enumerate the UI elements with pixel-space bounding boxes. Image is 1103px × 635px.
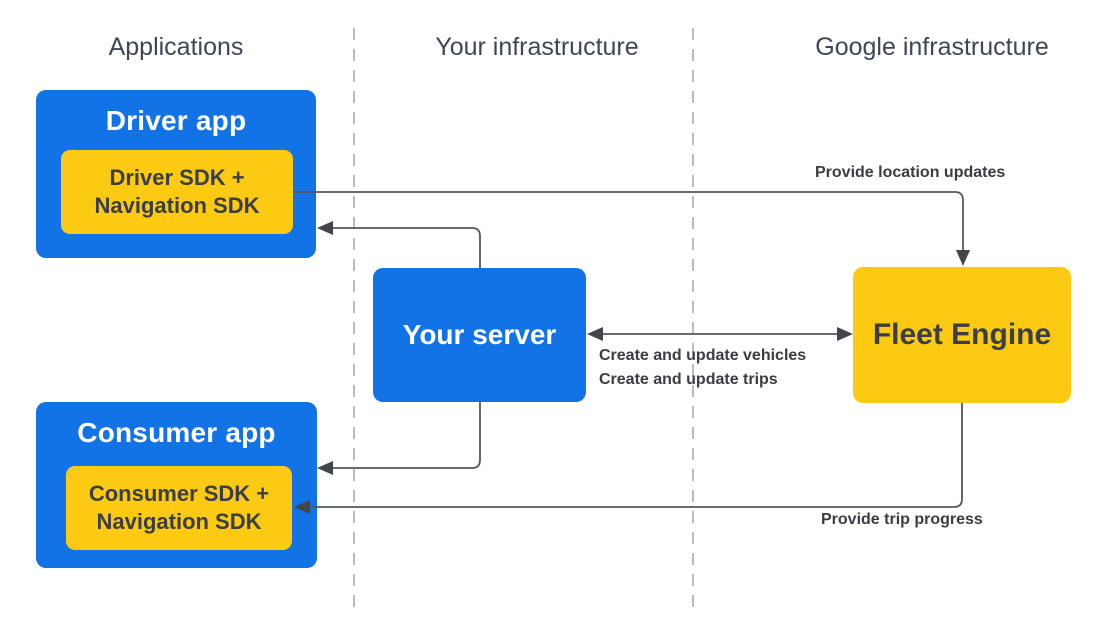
edge-your-server-to-consumer-app bbox=[332, 402, 481, 469]
arrowhead-driver-app-icon bbox=[317, 221, 333, 235]
column-header-your-infrastructure: Your infrastructure bbox=[435, 33, 639, 61]
column-header-applications: Applications bbox=[108, 33, 244, 61]
consumer-app-title: Consumer app bbox=[77, 417, 276, 448]
arrowhead-fleet-engine-left-icon bbox=[837, 327, 853, 341]
column-header-google-infrastructure: Google infrastructure bbox=[815, 33, 1049, 61]
edge-label-create-update-trips: Create and update trips bbox=[599, 371, 778, 388]
consumer-sdk-label-line1: Consumer SDK + bbox=[88, 481, 270, 506]
driver-sdk-label-line1: Driver SDK + bbox=[109, 165, 245, 190]
edge-fleet-engine-to-consumer-sdk bbox=[309, 403, 963, 508]
consumer-sdk-label-line2: Navigation SDK bbox=[96, 509, 262, 534]
your-server-node: Your server bbox=[373, 268, 586, 402]
your-server-title: Your server bbox=[402, 319, 557, 350]
consumer-sdk-node: Consumer SDK + Navigation SDK bbox=[66, 466, 292, 550]
edge-label-provide-trip-progress: Provide trip progress bbox=[821, 511, 983, 528]
edge-driver-sdk-to-fleet-engine bbox=[293, 191, 964, 252]
consumer-app-node: Consumer app Consumer SDK + Navigation S… bbox=[36, 402, 317, 568]
driver-app-node: Driver app Driver SDK + Navigation SDK bbox=[36, 90, 316, 258]
arrowhead-consumer-app-icon bbox=[317, 461, 333, 475]
driver-app-title: Driver app bbox=[105, 105, 247, 136]
arrowhead-your-server-right-icon bbox=[587, 327, 603, 341]
arrowhead-fleet-engine-top-icon bbox=[956, 250, 970, 266]
edge-label-provide-location-updates: Provide location updates bbox=[815, 164, 1006, 181]
edge-your-server-to-driver-app bbox=[332, 227, 481, 268]
driver-sdk-label-line2: Navigation SDK bbox=[94, 193, 260, 218]
fleet-engine-node: Fleet Engine bbox=[853, 267, 1071, 403]
driver-sdk-node: Driver SDK + Navigation SDK bbox=[61, 150, 293, 234]
edge-label-create-update-vehicles: Create and update vehicles bbox=[599, 347, 807, 364]
fleet-engine-title: Fleet Engine bbox=[872, 318, 1052, 351]
